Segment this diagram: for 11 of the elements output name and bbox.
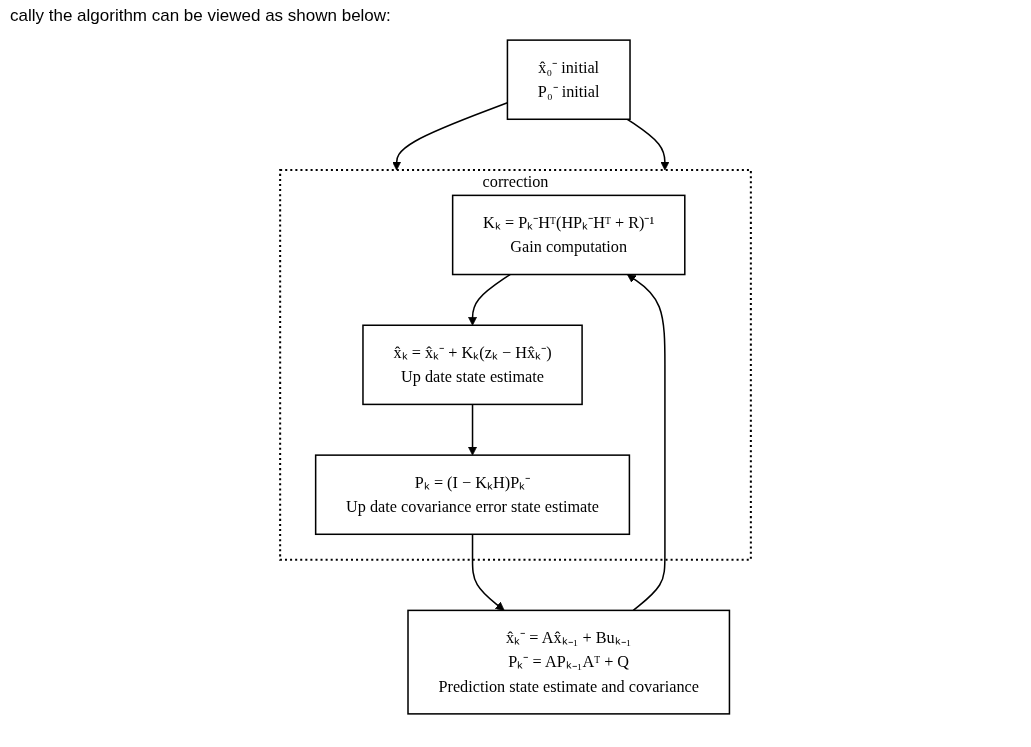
arrow <box>468 403 477 456</box>
arrow <box>626 118 670 171</box>
node-box: Kₖ = Pₖ⁻Hᵀ(HPₖ⁻Hᵀ + R)⁻¹ Gain computation <box>451 194 686 276</box>
arrow <box>471 533 505 611</box>
node-box: x̂ₖ = x̂ₖ⁻ + Kₖ(zₖ − Hx̂ₖ⁻) Up date state estimate <box>362 324 583 406</box>
node-box: Pₖ = (I − KₖH)Pₖ⁻ Up date covariance error state estimate <box>314 454 631 536</box>
node-box: x̂₀⁻ initial P₀⁻ initial <box>506 39 631 121</box>
node-box: x̂ₖ⁻ = Ax̂ₖ₋₁ + Buₖ₋₁ Pₖ⁻ = APₖ₋₁Aᵀ + Q Prediction state estimate and covariance <box>407 609 731 715</box>
arrow <box>468 273 511 326</box>
intro-text: cally the algorithm can be viewed as shown below: <box>10 6 392 26</box>
arrow <box>626 274 666 612</box>
